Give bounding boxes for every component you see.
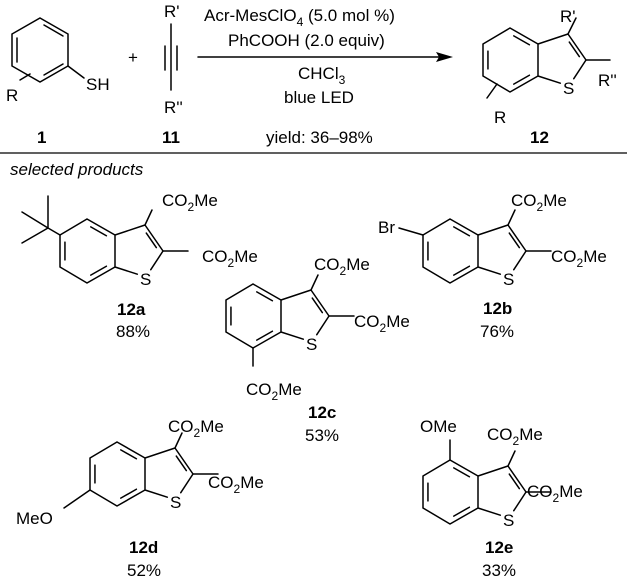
sulfur-label: S: [563, 79, 574, 98]
benzene-ring: [11, 17, 69, 83]
reactant-alkyne: R' R'' 11: [162, 2, 183, 147]
additive-text: PhCOOH (2.0 equiv): [228, 31, 385, 50]
product-id-12b: 12b: [483, 299, 512, 318]
ester-label: CO2Me: [314, 255, 370, 278]
light-text: blue LED: [284, 88, 354, 107]
ester-label: CO2Me: [527, 482, 583, 505]
product-id-12e: 12e: [485, 538, 513, 557]
product-yield-12c: 53%: [305, 426, 339, 445]
solvent-text: CHCl3: [298, 64, 346, 87]
reaction-conditions: Acr-MesClO4 (5.0 mol %) PhCOOH (2.0 equi…: [197, 6, 453, 147]
sulfur-label: S: [170, 493, 181, 512]
ester-label: CO2Me: [487, 425, 543, 448]
reactant-thiophenol: SH R 1: [6, 17, 110, 147]
product-yield-12b: 76%: [480, 322, 514, 341]
br-label: Br: [378, 218, 395, 237]
benzothiophene-core: [89, 441, 194, 507]
ester-bonds: [252, 274, 355, 367]
yield-range-text: yield: 36–98%: [266, 128, 373, 147]
ester-label: CO2Me: [511, 191, 567, 214]
product-id-12a: 12a: [117, 300, 146, 319]
sulfur-label: S: [306, 335, 317, 354]
ester-label: CO2Me: [168, 417, 224, 440]
catalyst-text: Acr-MesClO4 (5.0 mol %): [204, 6, 395, 29]
product-yield-12a: 88%: [116, 322, 150, 341]
ome-and-ester-bonds: [449, 439, 552, 493]
product-id-12c: 12c: [308, 403, 336, 422]
ester-label: CO2Me: [162, 191, 218, 214]
ester-label: CO2Me: [551, 247, 607, 270]
compound-1-label: 1: [37, 128, 46, 147]
reaction-arrow-head: [436, 52, 453, 62]
meo-and-ester-bonds: [63, 432, 219, 509]
product-id-12d: 12d: [129, 538, 158, 557]
ester-label: CO2Me: [202, 247, 258, 270]
r-label: R: [6, 86, 18, 105]
product-r-label: R: [494, 108, 506, 127]
product-benzothiophene-general: R' R'' R 12 S: [482, 7, 617, 147]
benzothiophene-core: [422, 218, 527, 284]
sh-bond: [67, 65, 85, 79]
compound-12-label: 12: [530, 128, 549, 147]
sulfur-label: S: [503, 270, 514, 289]
tbu-and-ester-bonds: [21, 195, 189, 252]
ester-label: CO2Me: [246, 380, 302, 403]
alkyne-r2-label: R'': [164, 98, 183, 117]
ester-label: CO2Me: [208, 473, 264, 496]
section-title: selected products: [10, 160, 144, 179]
br-and-ester-bonds: [398, 209, 552, 252]
substituent-bonds: [486, 17, 611, 99]
product-r2-label: R'': [598, 71, 617, 90]
ome-label: OMe: [420, 417, 457, 436]
sulfur-label: S: [140, 270, 151, 289]
benzothiophene-core: [59, 218, 164, 284]
triple-bond: [164, 23, 178, 91]
aromatic-inner-bonds: [16, 24, 64, 76]
compound-11-label: 11: [162, 128, 180, 147]
sulfur-label: S: [503, 511, 514, 530]
sh-label: SH: [86, 75, 110, 94]
product-yield-12d: 52%: [127, 561, 161, 580]
plus-sign: +: [128, 48, 138, 67]
product-r1-label: R': [560, 7, 576, 26]
alkyne-r1-label: R': [164, 2, 180, 21]
benzothiophene-core: [225, 283, 330, 349]
meo-label: MeO: [16, 509, 53, 528]
benzothiophene-core: [422, 459, 527, 525]
ester-label: CO2Me: [354, 312, 410, 335]
r-bond: [19, 73, 31, 81]
product-yield-12e: 33%: [482, 561, 516, 580]
